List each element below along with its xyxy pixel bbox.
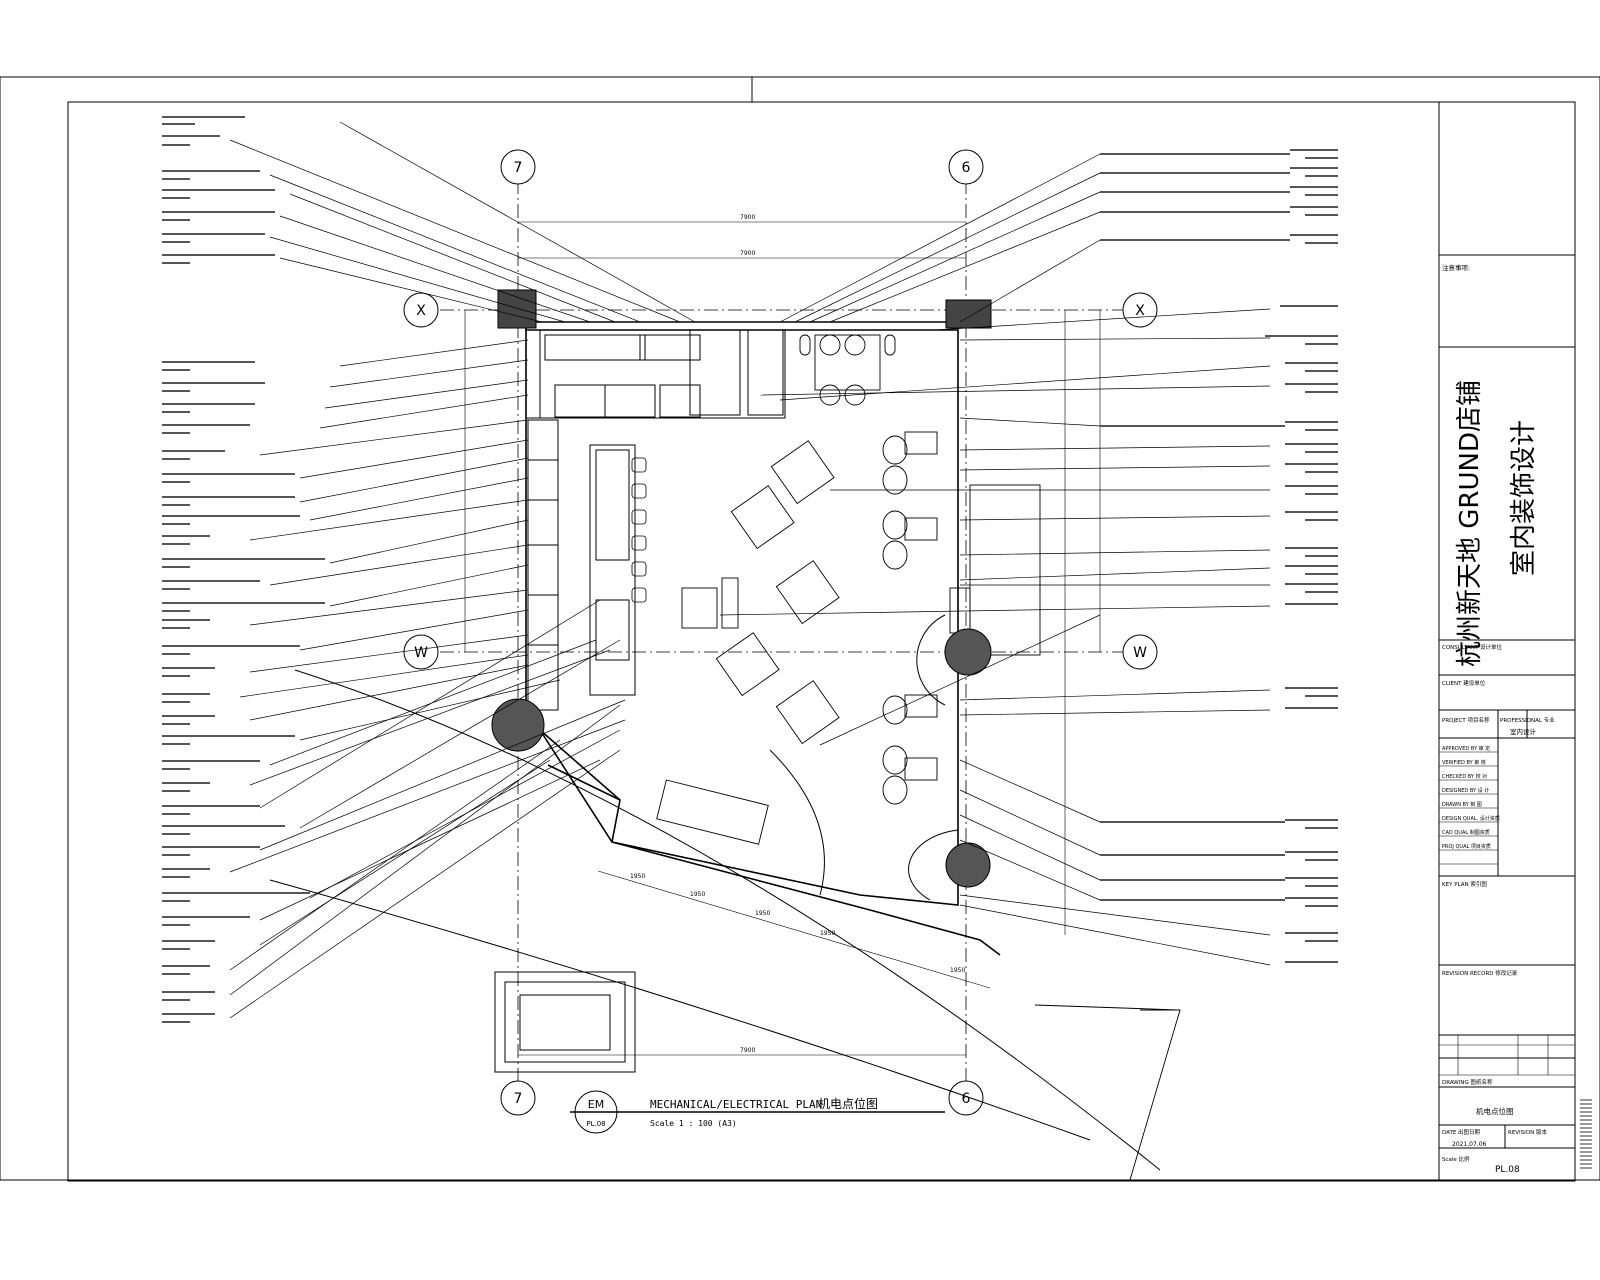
title-block-frame xyxy=(1438,101,1576,1182)
tb-notes-header: 注意事项: xyxy=(1442,263,1470,272)
grid-label-7-bottom: 7 xyxy=(514,1091,523,1107)
curved-features xyxy=(269,614,1161,1171)
tb-consultant: CONSULTANT 设计单位 xyxy=(1442,643,1503,651)
planter-block xyxy=(494,971,636,1073)
dimension-angled-5: 1950 xyxy=(950,967,965,974)
back-of-house xyxy=(526,329,786,419)
grid-label-w-right: W xyxy=(1133,645,1147,661)
tb-row-verified: VERIFIED BY 审 核 xyxy=(1442,759,1486,766)
dimension-bottom: 7900 xyxy=(740,1047,755,1054)
dining-tables xyxy=(656,334,938,845)
dimension-top-2: 7900 xyxy=(740,250,755,257)
grid-lines xyxy=(440,180,1130,1090)
tb-project-subtitle: 室内装饰设计 xyxy=(1509,420,1539,576)
left-counters xyxy=(527,419,636,711)
tb-client: CLIENT 建设单位 xyxy=(1442,679,1486,687)
tb-sheet-name: 机电点位图 xyxy=(1476,1106,1514,1116)
dimension-angled-4: 1950 xyxy=(820,930,835,937)
tb-row-cad-qual: CAD QUAL 制图资质 xyxy=(1442,829,1490,836)
tb-row-checked: CHECKED BY 校 对 xyxy=(1442,773,1487,780)
tb-row-drawn: DRAWN BY 制 图 xyxy=(1442,801,1482,808)
tb-key-plan: KEY PLAN 索引图 xyxy=(1442,880,1487,888)
tb-row-proj-qual: PROJ QUAL 项目资质 xyxy=(1442,843,1491,850)
dimension-angled-2: 1950 xyxy=(690,891,705,898)
annotation-marks-left xyxy=(162,116,325,1023)
dimension-lines xyxy=(464,221,1101,1056)
grid-label-x-left: X xyxy=(416,303,426,319)
dimension-top: 7900 xyxy=(740,214,755,221)
tb-row-designed: DESIGNED BY 设 计 xyxy=(1442,787,1489,794)
leader-lines-right xyxy=(719,153,1271,966)
tb-sheet-number: PL.08 xyxy=(1495,1165,1520,1175)
tb-scale-label: Scale 比例 xyxy=(1442,1155,1470,1163)
dimension-angled-1: 1950 xyxy=(630,873,645,880)
tb-project-title: 杭州新天地 GRUND店铺 xyxy=(1455,380,1485,667)
tb-professional: PROFESSIONAL 专业 xyxy=(1500,716,1555,724)
plan-tag-top: EM xyxy=(588,1098,604,1111)
tb-discipline: 室内设计 xyxy=(1510,727,1537,736)
barcode-marks xyxy=(1580,1099,1592,1169)
grid-label-6-bottom: 6 xyxy=(962,1091,971,1107)
tb-date-label: DATE 出图日期 xyxy=(1442,1128,1481,1136)
tb-drawing: DRAWING 图纸名称 xyxy=(1442,1078,1493,1086)
grid-label-x-right: X xyxy=(1135,303,1145,319)
grid-bubbles xyxy=(403,149,1158,1116)
tb-revision-label: REVISION 版本 xyxy=(1508,1128,1547,1136)
plan-scale: Scale 1 : 100 (A3) xyxy=(650,1119,737,1128)
grid-label-w-left: W xyxy=(414,645,428,661)
bar-stools xyxy=(631,457,647,603)
annotation-marks-right xyxy=(1100,149,1338,963)
storefront xyxy=(949,484,1181,1181)
leader-lines-left xyxy=(229,121,696,1019)
tb-date: 2021.07.06 xyxy=(1452,1141,1487,1148)
tb-project: PROJECT 项目名称 xyxy=(1442,716,1490,724)
dimension-angled-3: 1950 xyxy=(755,910,770,917)
grid-label-6-top: 6 xyxy=(962,160,971,176)
plan-title-cn: 机电点位图 xyxy=(818,1096,878,1111)
tb-row-design-qual: DESIGN QUAL. 设计资质 xyxy=(1442,815,1500,822)
inner-border xyxy=(67,101,1440,1182)
tb-revision-record: REVISION RECORD 修改记录 xyxy=(1442,969,1518,977)
plan-tag-bottom: PL.08 xyxy=(586,1120,605,1128)
structural-columns xyxy=(491,289,992,888)
tb-row-approved: APPROVED BY 审 定 xyxy=(1442,745,1490,752)
plan-title-en: MECHANICAL/ELECTRICAL PLAN xyxy=(650,1098,822,1111)
grid-label-7-top: 7 xyxy=(514,160,523,176)
outer-border xyxy=(0,76,1600,1181)
